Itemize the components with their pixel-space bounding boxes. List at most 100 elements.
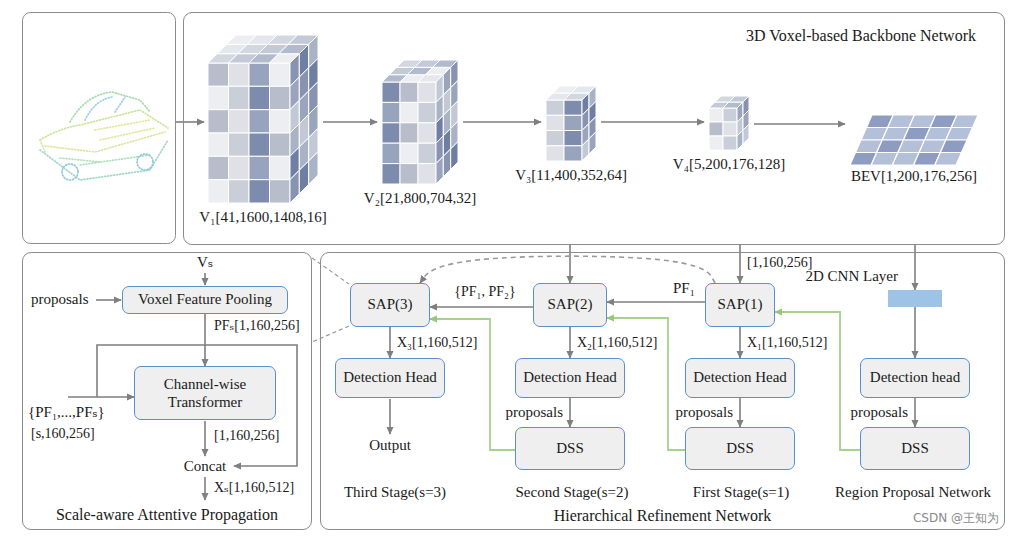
input-arrow: [68, 396, 134, 398]
flow-arrow: [430, 306, 533, 308]
voxel-cell: [564, 131, 582, 146]
skip-wire: [97, 345, 297, 466]
sap-module: SAP(1): [705, 283, 775, 327]
box-label: DSS: [556, 440, 584, 457]
voxel-cell: [546, 100, 564, 115]
point-cloud-points: [85, 97, 125, 120]
sap-panel: Scale-aware Attentive Propagation Voxel F…: [22, 252, 312, 530]
box-label: DSS: [901, 440, 929, 457]
output-arrow: [389, 399, 391, 434]
stage-label: Region Proposal Network: [834, 484, 992, 501]
box-label: DSS: [726, 440, 754, 457]
voxel-cube-figure: [382, 60, 458, 184]
voxel-cell: [229, 133, 250, 156]
process-box: Channel-wise Transformer: [134, 366, 276, 420]
voxel-cell: [229, 86, 250, 109]
sap-module: SAP(3): [350, 283, 430, 327]
dimension-label: [s,160,256]: [30, 426, 96, 442]
voxel-cell: [382, 164, 400, 184]
dimension-label: [1,160,256]: [213, 428, 280, 444]
voxel-cube-figure: [208, 35, 318, 203]
input-name: Vₛ: [196, 254, 214, 271]
voxel-cell: [229, 180, 250, 203]
dimension-label: [1,160,256]: [746, 255, 813, 271]
watermark: CSDN @王知为: [912, 512, 1000, 526]
voxel-cell: [249, 86, 270, 109]
flow-arrow: [569, 327, 571, 358]
edge-label: PF₁: [672, 280, 696, 297]
voxel-cell: [249, 110, 270, 133]
voxel-cell: [270, 156, 291, 179]
flow-arrow: [463, 121, 541, 123]
bev-cell: [951, 115, 978, 128]
voxel-cell: [743, 124, 749, 144]
voxel-cell: [418, 102, 436, 122]
input-name: proposals: [30, 291, 90, 308]
point-cloud-points: [137, 154, 153, 170]
panel-title: Scale-aware Attentive Propagation: [23, 506, 311, 524]
tensor-label: V₄[5,200,176,128]: [673, 156, 785, 173]
voxel-cell: [589, 132, 596, 154]
edge-label: PFₛ[1,160,256]: [213, 318, 301, 334]
point-cloud-points: [95, 120, 155, 140]
dss-module: DSS: [685, 427, 795, 470]
voxel-cell: [208, 156, 229, 179]
flow-arrow: [601, 121, 704, 123]
voxel-cell: [436, 156, 443, 184]
flow-arrow: [739, 398, 741, 427]
box-label: SAP(3): [367, 296, 412, 313]
panel-title: Hierarchical Refinement Network: [321, 507, 1004, 525]
voxel-cell: [290, 170, 299, 203]
input-arrow: [204, 273, 206, 285]
bev-grid-figure: [850, 115, 978, 165]
flow-arrow: [739, 327, 741, 358]
input-arrow: [176, 121, 204, 123]
stage-label: Third Stage(s=3): [343, 484, 447, 501]
voxel-cell: [737, 130, 743, 150]
flow-arrow: [204, 314, 206, 366]
flow-arrow: [914, 307, 916, 358]
detection-head: Detection Head: [515, 358, 625, 398]
detection-head: Detection Head: [685, 358, 795, 398]
voxel-tensor: V₃[11,400,352,64]: [546, 86, 596, 161]
box-label: Detection Head: [343, 369, 437, 386]
flow-arrow: [607, 301, 705, 303]
voxel-cell: [270, 86, 291, 109]
voxel-cell: [400, 164, 418, 184]
edge-label: X₂[1,160,512]: [576, 335, 658, 351]
voxel-cell: [582, 139, 589, 161]
tensor-label: V₃[11,400,352,64]: [515, 167, 627, 184]
input-name: {PF₁,...,PFₛ}: [27, 404, 106, 421]
process-box: Voxel Feature Pooling: [122, 286, 288, 314]
tensor-label: V₂[21,800,704,32]: [364, 190, 476, 207]
box-label: Channel-wise Transformer: [142, 375, 268, 411]
voxel-cell: [418, 143, 436, 163]
edge-label: proposals: [850, 404, 910, 421]
dss-module: DSS: [860, 427, 970, 470]
voxel-cell: [546, 115, 564, 130]
voxel-cell: [709, 136, 723, 150]
voxel-cell: [400, 82, 418, 102]
zoom-line: [312, 258, 349, 342]
voxel-cube-figure: [709, 96, 749, 150]
stage-label: First Stage(s=1): [692, 484, 790, 501]
voxel-cell: [418, 164, 436, 184]
output-arrow: [204, 477, 206, 500]
bev-map: BEV[1,200,176,256]: [850, 115, 978, 165]
edge-label: X₁[1,160,512]: [746, 335, 828, 351]
panel-title: 3D Voxel-based Backbone Network: [746, 27, 976, 45]
bev-cell: [940, 140, 967, 153]
voxel-cell: [229, 63, 250, 86]
voxel-cell: [564, 100, 582, 115]
voxel-cell: [270, 133, 291, 156]
voxel-cell: [249, 156, 270, 179]
bev-cell: [946, 128, 973, 141]
point-cloud-points: [40, 140, 168, 180]
point-cloud-points: [40, 132, 165, 152]
voxel-cell: [709, 108, 723, 122]
detection-head: Detection head: [860, 358, 970, 398]
voxel-cell: [400, 102, 418, 122]
box-label: Detection Head: [523, 369, 617, 386]
cnn-layer: 2D CNN Layer: [888, 290, 942, 307]
edge-label: X₃[1,160,512]: [396, 335, 478, 351]
